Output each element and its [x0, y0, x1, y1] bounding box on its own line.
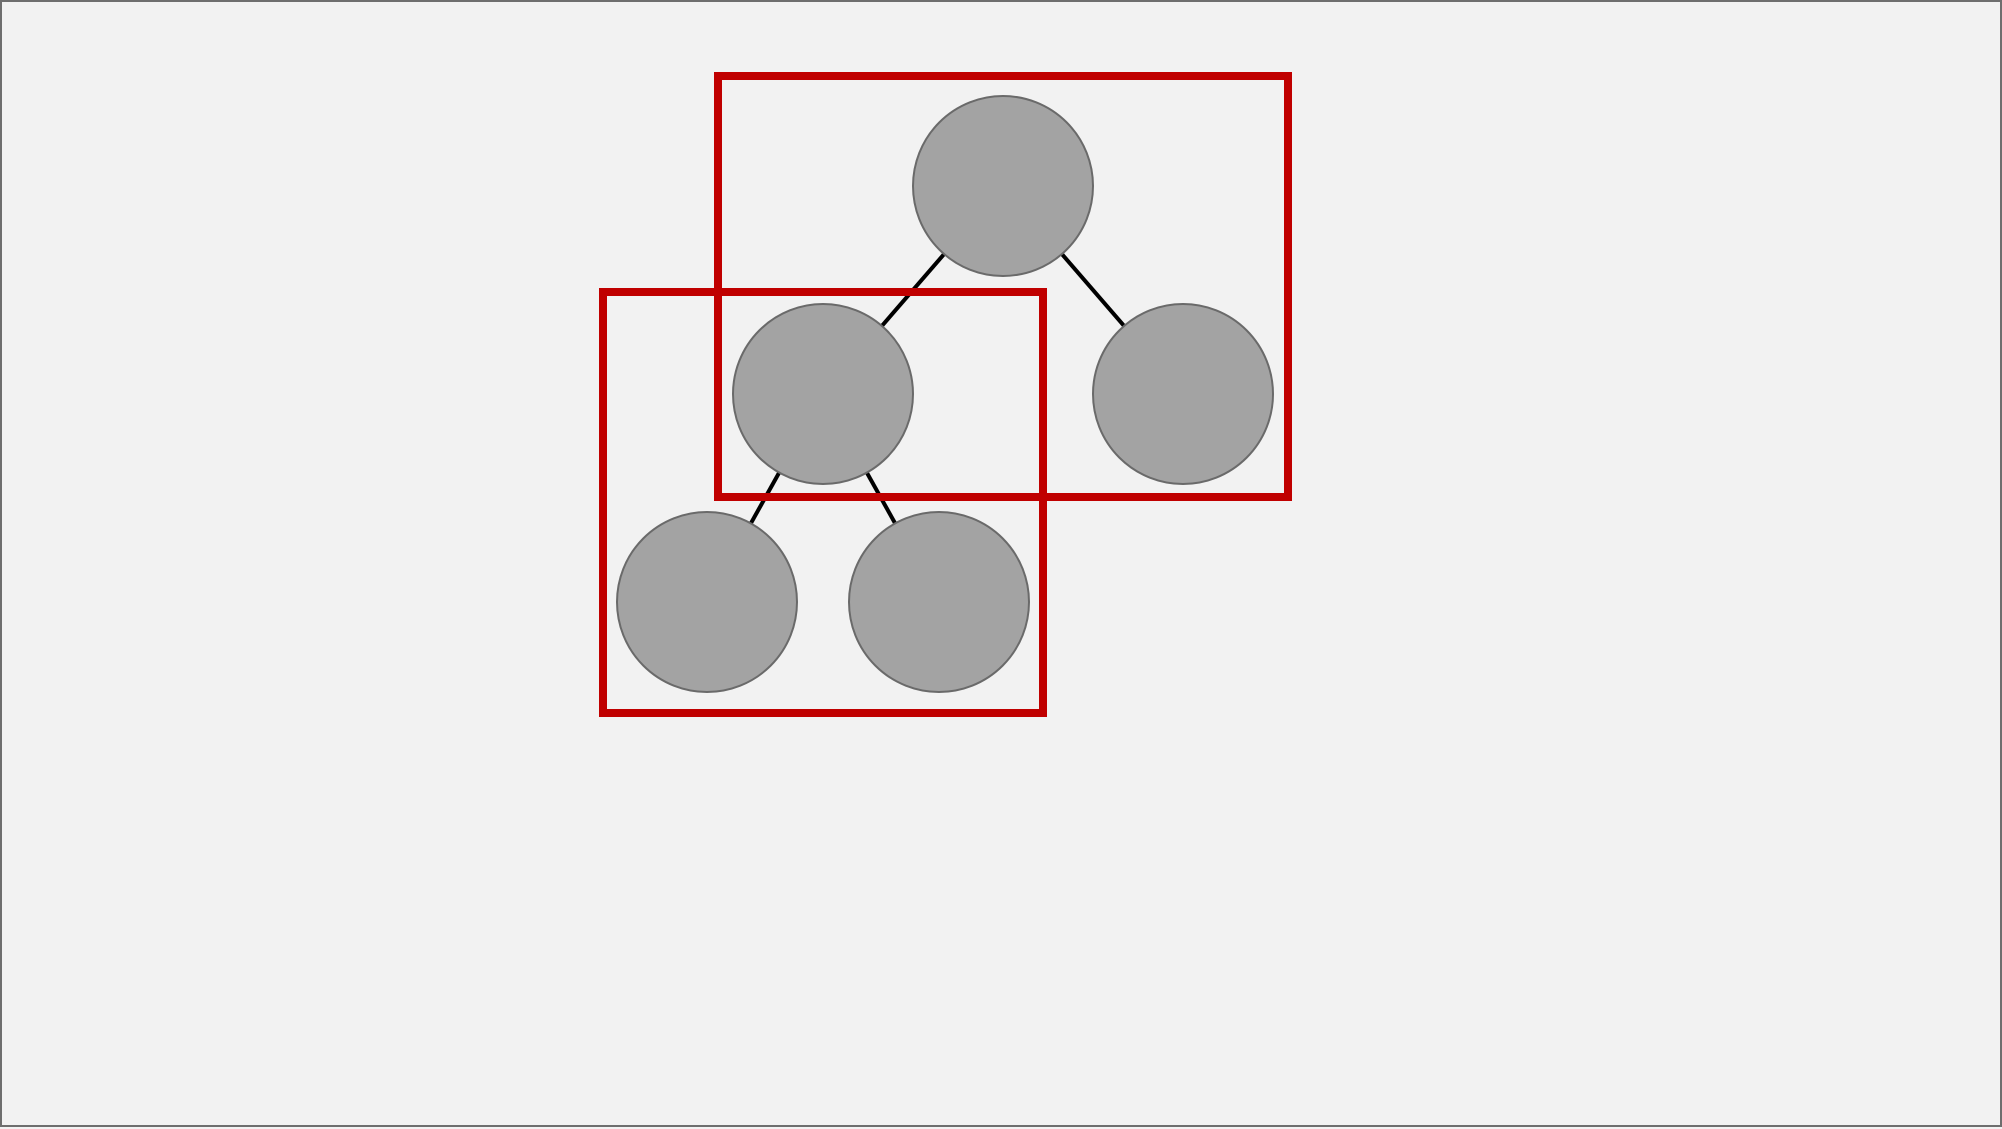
highlight-box-root-subtree: [714, 72, 1292, 501]
node-root: [912, 95, 1094, 277]
node-left-left-grandchild: [616, 511, 798, 693]
node-left-right-grandchild: [848, 511, 1030, 693]
node-left-child: [732, 303, 914, 485]
node-right-child: [1092, 303, 1274, 485]
highlight-box-left-subtree: [599, 288, 1047, 717]
highlight-boxes: [599, 72, 1292, 717]
tree-nodes: [616, 95, 1274, 693]
